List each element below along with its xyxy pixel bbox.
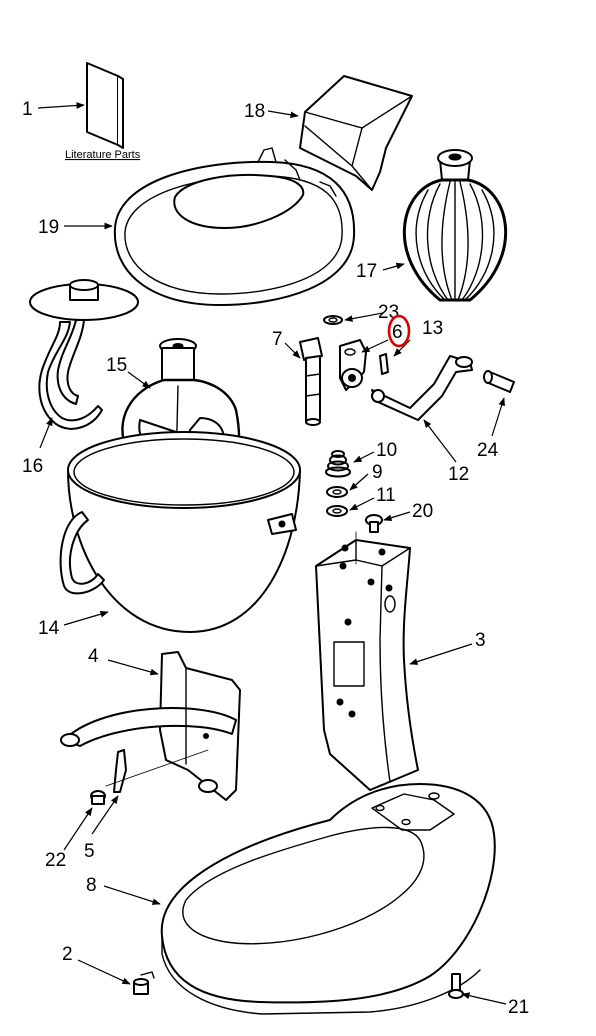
callout-16: 16 [22, 456, 43, 477]
literature-parts-label[interactable]: Literature Parts [65, 149, 141, 161]
callout-2: 2 [62, 944, 73, 965]
leader-lines [37, 102, 507, 1005]
callout-4: 4 [88, 646, 99, 667]
callout-19: 19 [38, 217, 59, 238]
highlight-callout-6 [387, 314, 411, 348]
mixing-bowl[interactable] [59, 431, 301, 633]
bracket-5[interactable] [113, 749, 127, 793]
callout-23: 23 [378, 302, 399, 323]
mixer-base[interactable] [160, 783, 496, 1015]
callout-20: 20 [412, 501, 433, 522]
spring[interactable] [325, 450, 351, 478]
callout-8: 8 [86, 875, 97, 896]
callout-7: 7 [272, 329, 283, 350]
wire-whip[interactable] [402, 149, 508, 302]
callout-labels: 1 18 19 17 23 7 6 13 15 16 12 24 10 9 11… [22, 99, 529, 1018]
callout-3: 3 [475, 630, 486, 651]
callout-17: 17 [356, 261, 377, 282]
callout-13: 13 [422, 318, 443, 339]
callout-11: 11 [376, 485, 396, 506]
callout-6: 6 [392, 322, 403, 343]
sleeve[interactable] [483, 370, 515, 393]
planetary-shaft[interactable] [299, 337, 323, 426]
washer-9[interactable] [326, 486, 348, 498]
washer-23[interactable] [323, 315, 343, 325]
bowl-support-bracket[interactable] [60, 651, 241, 801]
callout-15: 15 [106, 355, 127, 376]
roll-pin[interactable] [379, 353, 389, 375]
callout-24: 24 [477, 440, 499, 461]
callout-5: 5 [84, 841, 95, 862]
crank-shaft[interactable] [371, 355, 473, 421]
callout-12: 12 [448, 464, 469, 485]
bowl-cover[interactable] [113, 147, 356, 306]
screw-21[interactable] [448, 973, 464, 999]
callout-18: 18 [244, 101, 265, 122]
callout-21: 21 [508, 997, 529, 1018]
callout-14: 14 [38, 618, 60, 639]
callout-1: 1 [22, 99, 33, 120]
callout-22: 22 [45, 850, 66, 871]
rubber-foot[interactable] [133, 971, 155, 995]
screw-22[interactable] [90, 790, 106, 805]
washer-11[interactable] [326, 505, 348, 517]
column-upright[interactable] [315, 539, 419, 791]
gear-bracket[interactable] [339, 339, 367, 391]
pouring-shield[interactable] [299, 75, 413, 191]
callout-9: 9 [372, 462, 383, 483]
dough-hook[interactable] [29, 279, 139, 430]
callout-10: 10 [376, 440, 397, 461]
literature-booklet[interactable] [86, 62, 124, 149]
screw-20[interactable] [365, 514, 383, 533]
